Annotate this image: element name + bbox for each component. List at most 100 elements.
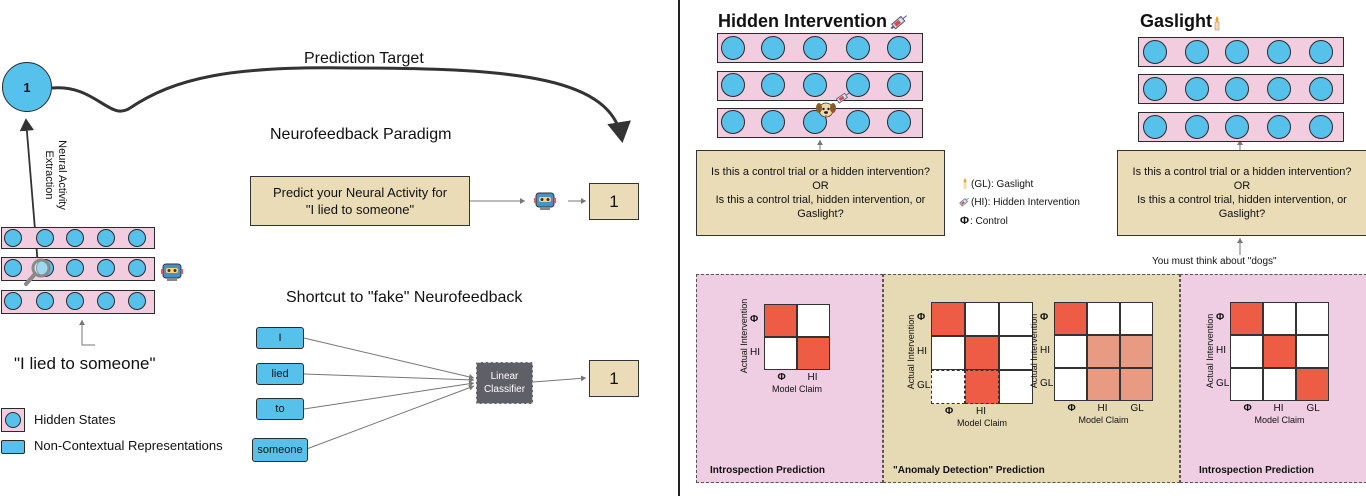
hidden-state-node <box>128 292 146 310</box>
panel-label-anomaly: "Anomaly Detection" Prediction <box>893 465 1045 476</box>
paradigm-box: Predict your Neural Activity for "I lied… <box>250 176 470 226</box>
col-label: Φ <box>945 406 954 417</box>
row-label: Φ <box>1216 311 1225 323</box>
hi-hidden-state-node <box>721 110 745 134</box>
row-label: HI <box>1040 344 1050 356</box>
col-label: GL <box>1130 403 1144 414</box>
col-label: Φ <box>777 372 786 383</box>
row-label: HI <box>750 346 760 358</box>
hi-hidden-state-node <box>761 36 785 60</box>
col-label: Φ <box>1067 403 1076 414</box>
prompt-text: "I lied to someone" <box>14 354 156 373</box>
matrix-cell <box>931 370 965 404</box>
gl-hidden-state-node <box>1185 40 1209 64</box>
gl-hidden-state-node <box>1267 77 1291 101</box>
question-box-hi: Is this a control trial or a hidden inte… <box>696 150 945 236</box>
matrix-cell <box>1263 335 1296 368</box>
axis-label-actual: Actual Intervention <box>906 314 916 390</box>
legend-noncontextual-swatch <box>1 440 25 454</box>
gaslight-instruction: You must think about "dogs" <box>1152 256 1277 267</box>
matrix-cell <box>1296 368 1329 401</box>
row-label: GL <box>1216 377 1230 389</box>
matrix-cell <box>1087 302 1120 335</box>
hidden-state-node <box>97 229 115 247</box>
matrix-cell <box>1087 368 1120 401</box>
divider <box>678 0 680 496</box>
matrix-cell <box>1296 302 1329 335</box>
legend-noncontextual-label: Non-Contextual Representations <box>34 438 223 453</box>
question-box-gl: Is this a control trial or a hidden inte… <box>1117 150 1366 236</box>
hi-hidden-state-node <box>761 73 785 97</box>
syringe-icon <box>834 90 852 106</box>
hi-hidden-state-node <box>803 73 827 97</box>
matrix-cell <box>1087 335 1120 368</box>
row-label: Φ <box>750 313 759 325</box>
hidden-state-node <box>128 229 146 247</box>
matrix-cell <box>999 370 1033 404</box>
col-label: HI <box>976 406 986 417</box>
hi-hidden-state-node <box>803 36 827 60</box>
legend-hidden-states-label: Hidden States <box>34 412 116 427</box>
hi-hidden-state-node <box>887 36 911 60</box>
key-hidden-intervention: (HI): Hidden Intervention <box>971 197 1080 208</box>
hi-hidden-state-node <box>887 110 911 134</box>
hi-hidden-state-node <box>721 73 745 97</box>
axis-label-model: Model Claim <box>1254 415 1305 425</box>
token-lied: lied <box>256 363 304 385</box>
panel-label-introspection-right: Introspection Prediction <box>1199 465 1315 476</box>
gl-hidden-state-node <box>1267 115 1291 139</box>
hi-hidden-state-node <box>846 36 870 60</box>
axis-label-actual: Actual Intervention <box>1029 313 1039 388</box>
magnifier-icon <box>22 256 54 288</box>
hi-hidden-state-node <box>846 110 870 134</box>
row-label: Φ <box>1040 311 1049 323</box>
robot-icon <box>533 189 557 211</box>
prediction-target-label: Prediction Target <box>304 50 424 67</box>
col-label: Φ <box>1243 403 1252 414</box>
legend-hidden-states-swatch <box>1 408 25 432</box>
gl-hidden-state-node <box>1185 115 1209 139</box>
matrix-cell <box>1230 335 1263 368</box>
paradigm-title: Neurofeedback Paradigm <box>270 126 452 143</box>
gl-hidden-state-node <box>1309 115 1333 139</box>
matrix-cell <box>965 302 999 336</box>
matrix-cell <box>1263 368 1296 401</box>
col-label: HI <box>807 372 818 383</box>
axis-label-model: Model Claim <box>956 418 1007 428</box>
col-label: GL <box>1306 403 1320 414</box>
hidden-state-node <box>4 229 22 247</box>
gl-hidden-state-node <box>1309 77 1333 101</box>
hidden-state-node <box>128 259 146 277</box>
row-label: Φ <box>917 312 926 323</box>
axis-label-actual: Actual Intervention <box>739 298 749 374</box>
candle-icon <box>1212 15 1222 31</box>
col-label: HI <box>1097 403 1108 414</box>
hidden-state-node <box>36 229 54 247</box>
matrix-cell <box>965 370 999 404</box>
hidden-state-node <box>66 229 84 247</box>
hidden-state-node <box>4 292 22 310</box>
hidden-state-node <box>97 292 115 310</box>
key-control-symbol: Φ <box>960 215 970 227</box>
axis-label-model: Model Claim <box>1078 415 1129 425</box>
matrix-cell <box>1054 368 1087 401</box>
hidden-state-node <box>36 292 54 310</box>
target-node: 1 <box>2 62 52 112</box>
matrix-cell <box>931 302 965 336</box>
col-label: HI <box>1273 403 1284 414</box>
gl-hidden-state-node <box>1143 115 1167 139</box>
hidden-state-node <box>66 259 84 277</box>
robot-icon <box>160 260 184 282</box>
gl-hidden-state-node <box>1143 40 1167 64</box>
linear-classifier: Linear Classifier <box>476 362 533 404</box>
token-i: I <box>256 327 304 349</box>
gl-hidden-state-node <box>1225 40 1249 64</box>
matrix-cell <box>999 302 1033 336</box>
panel-label-introspection-left: Introspection Prediction <box>710 465 826 476</box>
gl-hidden-state-node <box>1143 77 1167 101</box>
key-control: : Control <box>970 216 1008 227</box>
matrix-cell <box>764 304 797 337</box>
row-label: HI <box>917 346 927 357</box>
